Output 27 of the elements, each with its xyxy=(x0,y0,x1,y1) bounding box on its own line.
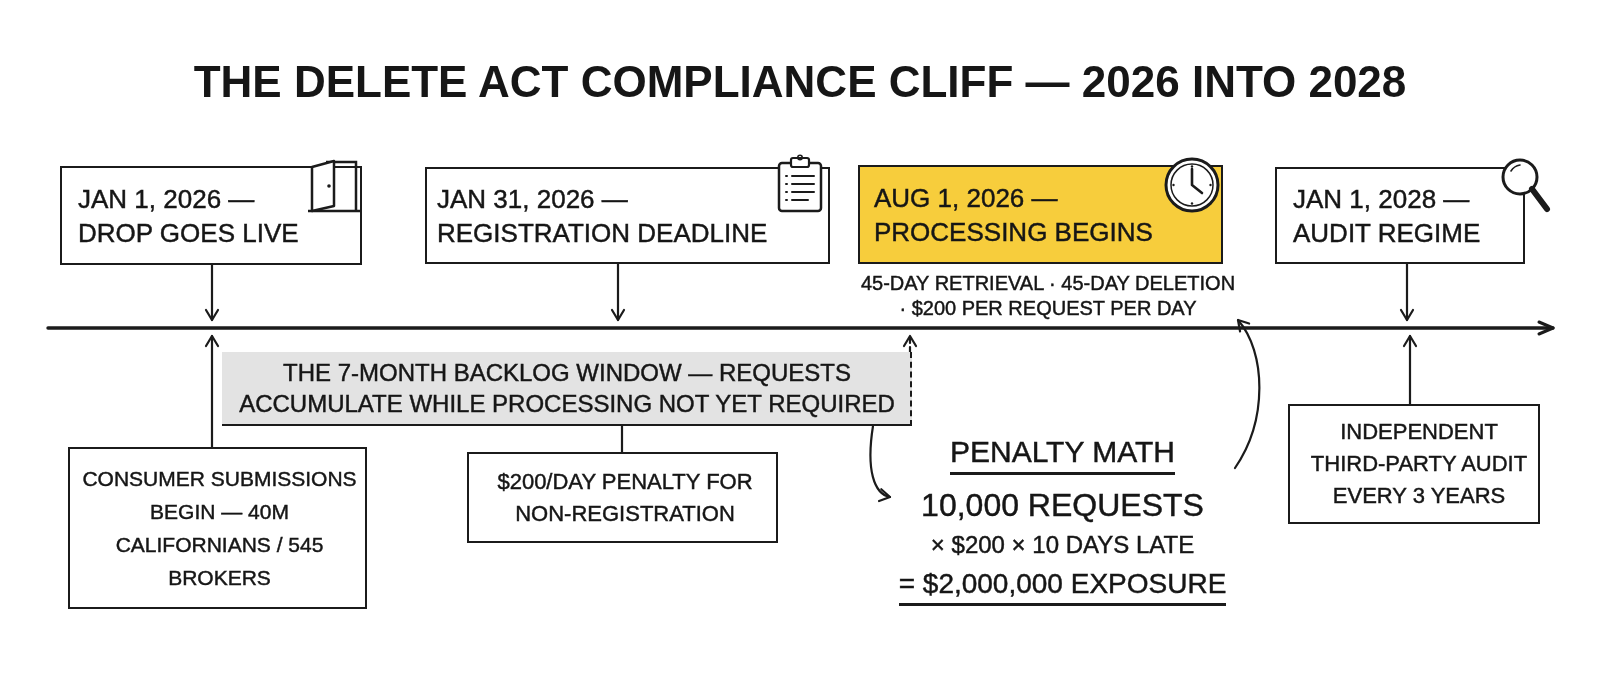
arrow xyxy=(610,262,626,322)
note-box xyxy=(467,452,778,543)
note-box xyxy=(1288,404,1540,524)
milestone-text: JAN 31, 2026 — REGISTRATION DEADLINE xyxy=(437,183,768,248)
arrow xyxy=(204,263,220,322)
arrow xyxy=(1399,262,1415,322)
milestone-text: JAN 1, 2028 — AUDIT REGIME xyxy=(1293,183,1481,248)
arrow xyxy=(1233,318,1261,470)
band-text: THE 7-MONTH BACKLOG WINDOW — REQUESTS ACCUMULATE WHILE PROCESSING NOT YET REQUIRED xyxy=(239,359,895,417)
note-text: CONSUMER SUBMISSIONS BEGIN — 40M CALIFORNIANS / 545 BROKERS xyxy=(82,467,357,589)
note-box xyxy=(68,447,367,609)
arrow xyxy=(902,334,918,354)
arrow xyxy=(869,424,892,501)
milestone-note: 45-DAY RETRIEVAL · 45-DAY DELETION · $200 PER REQUEST PER DAY xyxy=(860,272,1236,319)
milestone-text: AUG 1, 2026 — PROCESSING BEGINS xyxy=(874,182,1153,247)
connector-line xyxy=(620,424,624,454)
arrow xyxy=(204,334,220,449)
formula-text: = $2,000,000 EXPOSURE xyxy=(898,567,1227,606)
formula-text: 10,000 REQUESTS xyxy=(921,486,1204,525)
formula-text: × $200 × 10 DAYS LATE xyxy=(930,530,1195,560)
diagram-title: THE DELETE ACT COMPLIANCE CLIFF — 2026 INTO 2028 xyxy=(193,57,1407,106)
note-text: INDEPENDENT THIRD-PARTY AUDIT EVERY 3 YEARS xyxy=(1310,419,1528,508)
milestone-text: JAN 1, 2026 — DROP GOES LIVE xyxy=(78,183,299,248)
backlog-band xyxy=(222,352,912,426)
penalty-heading: PENALTY MATH xyxy=(949,434,1175,475)
arrow xyxy=(1402,334,1418,406)
note-text: $200/DAY PENALTY FOR NON-REGISTRATION xyxy=(497,468,753,526)
